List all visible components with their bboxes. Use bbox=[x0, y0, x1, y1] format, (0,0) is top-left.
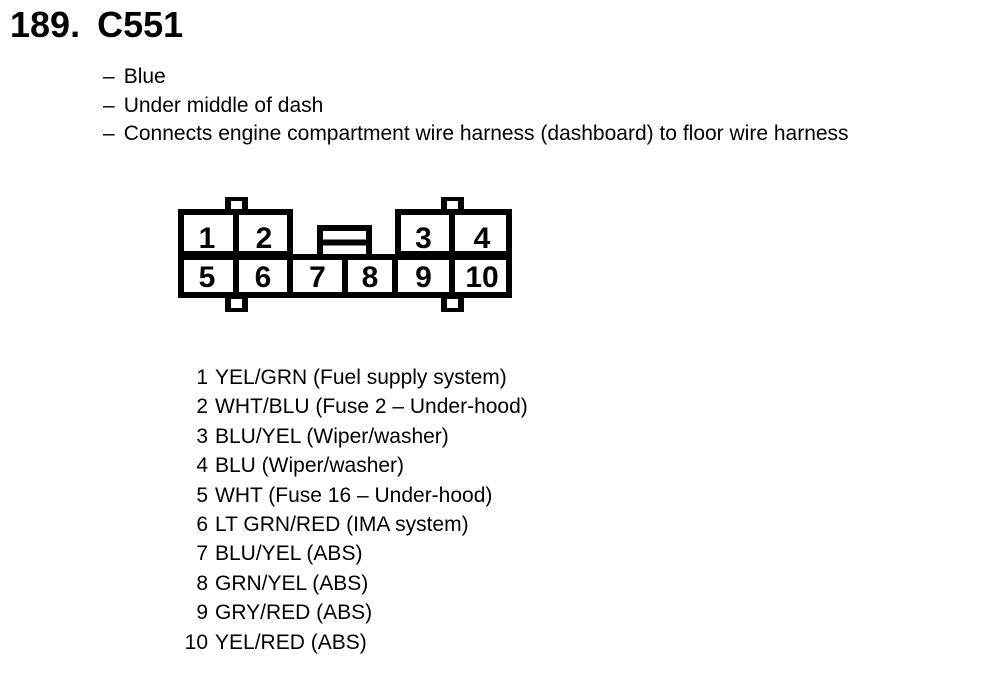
dash-bullet: – bbox=[103, 65, 115, 88]
pin-description: WHT/BLU (Fuse 2 – Under-hood) bbox=[215, 395, 528, 419]
pin-cell-label: 4 bbox=[474, 222, 491, 255]
pin-row: 7 BLU/YEL (ABS) bbox=[178, 539, 528, 568]
pin-number: 5 bbox=[196, 483, 208, 507]
pin-description: BLU/YEL (ABS) bbox=[215, 542, 363, 566]
pin-number: 4 bbox=[196, 454, 208, 478]
pin-description: BLU (Wiper/washer) bbox=[215, 454, 405, 478]
pin-cell-label: 3 bbox=[415, 222, 432, 255]
pin-row: 5 WHT (Fuse 16 – Under-hood) bbox=[178, 481, 528, 510]
top-left-block bbox=[178, 209, 293, 257]
note-text: Under middle of dash bbox=[123, 93, 324, 117]
pin-row: 2 WHT/BLU (Fuse 2 – Under-hood) bbox=[178, 392, 528, 421]
mounting-tab-bottom-right bbox=[441, 294, 464, 312]
pin-description: WHT (Fuse 16 – Under-hood) bbox=[215, 483, 493, 507]
pin-description: LT GRN/RED (IMA system) bbox=[215, 512, 469, 536]
note-item: – Connects engine compartment wire harne… bbox=[103, 120, 849, 149]
pin-number: 6 bbox=[196, 512, 208, 536]
pin-cell-label: 8 bbox=[362, 261, 379, 294]
pin-description: GRN/YEL (ABS) bbox=[215, 571, 369, 595]
pin-number: 8 bbox=[196, 571, 208, 595]
dash-bullet: – bbox=[103, 93, 115, 117]
pin-description: BLU/YEL (Wiper/washer) bbox=[215, 424, 449, 448]
pin-description: GRY/RED (ABS) bbox=[215, 601, 373, 625]
title-item-number: 189. bbox=[10, 4, 81, 45]
connector-notes: – Blue – Under middle of dash – Connects… bbox=[103, 63, 849, 149]
pin-cell-label: 2 bbox=[256, 222, 273, 255]
title-connector-code: C551 bbox=[97, 4, 184, 45]
pin-description: YEL/RED (ABS) bbox=[215, 630, 367, 654]
pin-number: 7 bbox=[196, 542, 208, 566]
connector-drawing: 1 2 3 4 5 6 7 8 9 10 bbox=[178, 197, 512, 312]
pin-number: 10 bbox=[184, 630, 208, 654]
note-text: Connects engine compartment wire harness… bbox=[123, 122, 849, 145]
mounting-tab-bottom-left bbox=[225, 294, 248, 312]
pin-row: 8 GRN/YEL (ABS) bbox=[178, 569, 528, 598]
pin-cell-label: 10 bbox=[465, 261, 498, 294]
pin-number: 1 bbox=[196, 366, 208, 389]
pin-row: 4 BLU (Wiper/washer) bbox=[178, 451, 528, 480]
connector-diagram: 1 2 3 4 5 6 7 8 9 10 bbox=[178, 197, 512, 312]
top-right-block bbox=[395, 209, 512, 257]
pin-row: 1 YEL/GRN (Fuel supply system) bbox=[178, 363, 528, 392]
pin-cell-label: 1 bbox=[199, 222, 216, 255]
pin-cell-label: 9 bbox=[415, 261, 432, 294]
pin-row: 6 LT GRN/RED (IMA system) bbox=[178, 510, 528, 539]
pin-cell-label: 7 bbox=[309, 261, 326, 294]
pin-number: 3 bbox=[196, 424, 208, 448]
pin-row: 9 GRY/RED (ABS) bbox=[178, 598, 528, 627]
pin-description-list: 1 YEL/GRN (Fuel supply system) 2 WHT/BLU… bbox=[178, 363, 528, 657]
note-item: – Under middle of dash bbox=[103, 92, 849, 121]
note-item: – Blue bbox=[103, 63, 849, 92]
latch-clip bbox=[317, 225, 372, 260]
bottom-row bbox=[178, 254, 512, 298]
pin-cell-label: 6 bbox=[255, 261, 272, 294]
pin-description: YEL/GRN (Fuel supply system) bbox=[215, 366, 507, 389]
pin-row: 3 BLU/YEL (Wiper/washer) bbox=[178, 422, 528, 451]
note-text: Blue bbox=[123, 65, 166, 88]
pin-number: 2 bbox=[196, 395, 208, 419]
pin-number: 9 bbox=[196, 601, 208, 625]
page-title: 189. C551 bbox=[10, 4, 183, 45]
pin-row: 10 YEL/RED (ABS) bbox=[178, 628, 528, 657]
dash-bullet: – bbox=[103, 122, 115, 145]
pin-cell-label: 5 bbox=[199, 261, 216, 294]
